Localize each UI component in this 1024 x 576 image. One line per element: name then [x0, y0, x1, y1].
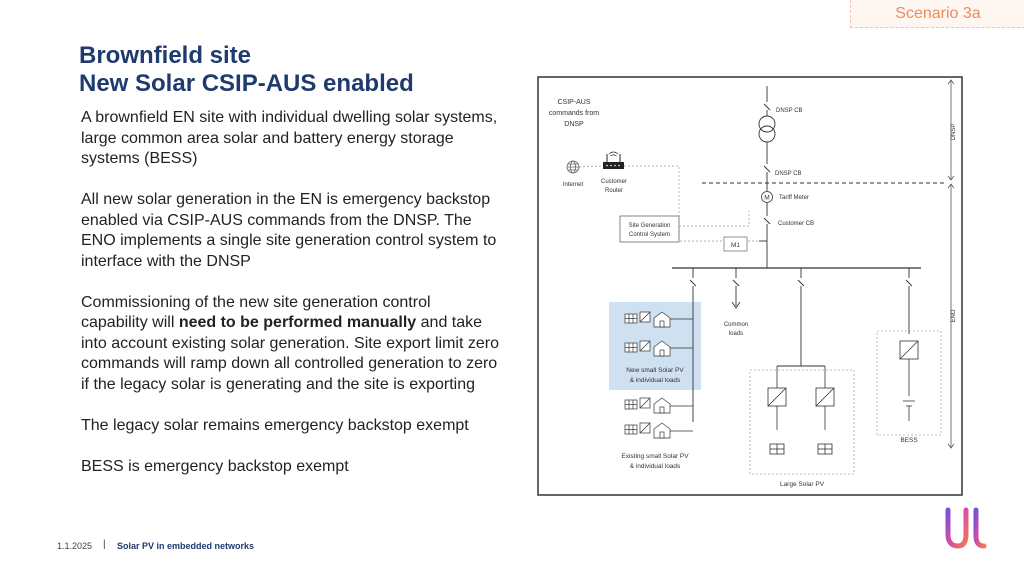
bess-label: BESS — [900, 437, 918, 444]
title-line-1: Brownfield site — [79, 42, 252, 69]
existing-pv-label-1: Existing small Solar PV — [621, 453, 689, 460]
tariff-meter-symbol — [761, 191, 773, 203]
footer-separator: | — [103, 539, 106, 550]
csip-label-3: DNSP — [564, 121, 584, 128]
body-text: A brownfield EN site with individual dwe… — [81, 108, 501, 498]
network-diagram: DNSP ENO CSIP-AUS commands from DNSP Int… — [537, 76, 963, 496]
dnsp-cb-mid-label: DNSP CB — [775, 171, 802, 177]
internet-router-link — [578, 165, 604, 168]
m1-meter-box — [723, 236, 748, 252]
csip-label-1: CSIP-AUS — [557, 99, 590, 106]
large-solar-group — [749, 369, 855, 475]
dnsp-dimension — [947, 79, 955, 181]
brand-logo — [945, 507, 987, 549]
sgcs-label-2: Control System — [629, 232, 670, 238]
csip-label-2: commands from — [549, 110, 599, 117]
router-icon — [603, 151, 624, 169]
dnsp-cb-top-label: DNSP CB — [776, 108, 803, 114]
common-loads-label-2: loads — [729, 331, 743, 337]
paragraph-4: The legacy solar remains emergency backs… — [81, 416, 469, 434]
m1-label: M1 — [731, 242, 740, 249]
scenario-tag: Scenario 3a — [850, 0, 1024, 28]
footer-title: Solar PV in embedded networks — [117, 541, 255, 551]
main-feeder — [758, 86, 776, 268]
bess-inverter — [899, 340, 919, 421]
eno-dimension — [947, 183, 955, 449]
router-label-2: Router — [605, 188, 623, 194]
internet-label: Internet — [563, 182, 584, 188]
new-pv-label-2: & individual loads — [630, 377, 681, 384]
tariff-meter-label: Tariff Meter — [779, 195, 809, 201]
router-label-1: Customer — [601, 179, 627, 185]
paragraph-3: Commissioning of the new site generation… — [81, 293, 501, 396]
large-pv-label: Large Solar PV — [780, 481, 825, 488]
large-solar-inverters — [767, 366, 835, 455]
paragraph-3-emphasis: need to be performed manually — [178, 314, 417, 331]
paragraph-1: A brownfield EN site with individual dwe… — [81, 109, 498, 167]
paragraph-3-start: Commissioning of the new site generation… — [81, 293, 431, 332]
customer-cb-label: Customer CB — [778, 221, 814, 227]
footer-date: 1.1.2025 — [57, 541, 93, 551]
title-line-2: New Solar CSIP-AUS enabled — [79, 70, 414, 97]
sgcs-label-1: Site Generation — [629, 223, 671, 229]
dwelling-unit-icons — [624, 311, 671, 439]
existing-pv-label-2: & individual loads — [630, 463, 681, 470]
eno-side-label: ENO — [951, 309, 957, 322]
new-pv-label-1: New small Solar PV — [626, 367, 684, 374]
paragraph-2: All new solar generation in the EN is em… — [81, 191, 497, 270]
common-loads-label-1: Common — [724, 322, 748, 328]
meter-symbol-letter: M — [764, 195, 769, 202]
page-title: Brownfield site New Solar CSIP-AUS enabl… — [79, 42, 414, 98]
paragraph-3-end: and take into account existing solar gen… — [81, 314, 499, 393]
bess-group — [876, 330, 942, 436]
sgcs-box — [619, 215, 680, 243]
existing-dwelling-units — [667, 405, 693, 432]
dnsp-side-label: DNSP — [951, 124, 957, 141]
paragraph-5: BESS is emergency backstop exempt — [81, 457, 349, 475]
branch-circuits — [689, 268, 913, 422]
new-dwelling-units — [667, 318, 693, 349]
